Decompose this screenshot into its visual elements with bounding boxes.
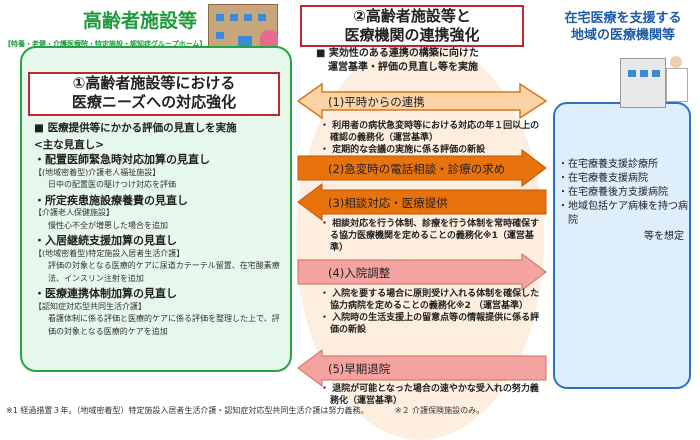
item-category: 【認知症対応型共同生活介護】 bbox=[34, 301, 146, 311]
arrow-5-bullets: ・ 退院が可能となった場合の速やかな受入れの努力義務化（運営基準） bbox=[318, 383, 543, 407]
arrow-5-left bbox=[297, 349, 547, 387]
section-2-title-line1: ②高齢者施設等と bbox=[353, 7, 471, 25]
item-desc: 評価の対象となる医療的ケアに尿道カテーテル留置、在宅酸素療法、インスリン注射を追… bbox=[48, 261, 280, 283]
item-category: 【(地域密着型)特定施設入居者生活介護】 bbox=[34, 248, 185, 258]
arrow-1-double bbox=[296, 82, 548, 120]
footnotes: ※1 経過措置３年。（地域密着型）特定施設入居者生活介護・認知症対応型共同生活介… bbox=[6, 405, 484, 416]
revision-item: ・入居継続支援加算の見直し【(地域密着型)特定施設入居者生活介護】評価の対象とな… bbox=[34, 234, 286, 285]
arrow-2-right bbox=[297, 149, 547, 187]
arrow-4-label: (4)入院調整 bbox=[328, 266, 391, 280]
arrow-4-right bbox=[297, 253, 547, 291]
right-title: 在宅医療を支援する 地域の医療機関等 bbox=[548, 10, 698, 44]
arrow-1-label: (1)平時からの連携 bbox=[328, 95, 425, 109]
list-item: ・在宅療養後方支援病院 bbox=[558, 187, 668, 198]
section-1-title-line2: 医療ニーズへの対応強化 bbox=[71, 93, 237, 111]
item-title: ・配置医師緊急時対応加算の見直し bbox=[34, 153, 210, 166]
list-item: ・在宅療養支援病院 bbox=[558, 173, 648, 184]
bullet: ・ 退院が可能となった場合の速やかな受入れの努力義務化（運営基準） bbox=[320, 384, 539, 406]
section-1-title-line1: ①高齢者施設等における bbox=[72, 74, 236, 92]
arrows-layer bbox=[296, 82, 548, 387]
item-title: ・医療連携体制加算の見直し bbox=[34, 287, 177, 300]
list-item: ・地域包括ケア病棟を持つ病院 bbox=[558, 201, 688, 226]
revision-item: ・所定疾患施設療養費の見直し【介護老人保健施設】慢性心不全が増悪した場合を追加 bbox=[34, 193, 286, 233]
left-content: ■ 医療提供等にかかる評価の見直しを実施 <主な見直し> ・配置医師緊急時対応加… bbox=[34, 122, 286, 338]
left-subtitle: 【特養・老健・介護医療院・特定施設・認知症グループホーム】 bbox=[4, 40, 207, 48]
item-desc: 慢性心不全が増悪した場合を追加 bbox=[48, 220, 168, 230]
arrow-4-bullets: ・ 入院を要する場合に原則受け入れる体制を確保した協力病院を定めることの義務化※… bbox=[318, 288, 543, 336]
left-title: 高齢者施設等 bbox=[82, 10, 197, 32]
right-list: ・在宅療養支援診療所 ・在宅療養支援病院 ・在宅療養後方支援病院 ・地域包括ケア… bbox=[558, 158, 688, 244]
bullet: ・ 入院時の生活支援上の留意点等の情報提供に係る評価の新設 bbox=[320, 313, 540, 335]
bullet: ・ 入院を要する場合に原則受け入れる体制を確保した協力病院を定めることの義務化※… bbox=[320, 289, 540, 311]
item-desc: 看護体制に係る評価と医療的ケアに係る評価を整理した上で、評価の対象となる医療的ケ… bbox=[48, 314, 280, 336]
bullet: ・ 相談対応を行う体制、診療を行う体制を常時確保する協力医療機関を定めることの義… bbox=[320, 219, 540, 253]
footnote-2: ※２ 介護保険施設のみ。 bbox=[394, 406, 485, 415]
left-subheading: <主な見直し> bbox=[34, 138, 105, 151]
middle-note-line2: 運営基準・評価の見直し等を実施 bbox=[328, 62, 478, 73]
item-category: 【介護老人保健施設】 bbox=[34, 208, 114, 217]
clinic-doctor-illustration bbox=[620, 56, 690, 116]
footnote-1: ※1 経過措置３年。（地域密着型）特定施設入居者生活介護・認知症対応型共同生活介… bbox=[6, 406, 369, 415]
middle-note-line1: ■ 実効性のある連携の構築に向けた bbox=[316, 48, 479, 59]
item-desc: 日中の配置医の駆けつけ対応を評価 bbox=[48, 180, 176, 189]
right-title-line2: 地域の医療機関等 bbox=[570, 28, 675, 43]
bullet: ・ 定期的な会議の実施に係る評価の新設 bbox=[320, 145, 486, 155]
item-title: ・入居継続支援加算の見直し bbox=[34, 234, 177, 247]
arrow-3-bullets: ・ 相談対応を行う体制、診療を行う体制を常時確保する協力医療機関を定めることの義… bbox=[318, 218, 543, 254]
bullet: ・ 利用者の病状急変時等における対応の年１回以上の確認の義務化（運営基準） bbox=[320, 121, 540, 143]
item-title: ・所定疾患施設療養費の見直し bbox=[34, 193, 188, 207]
right-title-line1: 在宅医療を支援する bbox=[564, 11, 682, 26]
section-2-title-line2: 医療機関の連携強化 bbox=[344, 26, 480, 44]
arrow-2-label: (2)急変時の電話相談・診療の求め bbox=[328, 162, 506, 176]
middle-note: ■ 実効性のある連携の構築に向けた 運営基準・評価の見直し等を実施 bbox=[316, 47, 546, 75]
left-heading: ■ 医療提供等にかかる評価の見直しを実施 bbox=[34, 122, 237, 134]
item-category: 【(地域密着型)介護老人福祉施設】 bbox=[34, 167, 161, 177]
medical-institution-panel bbox=[553, 102, 691, 389]
section-1-title: ①高齢者施設等における 医療ニーズへの対応強化 bbox=[28, 72, 280, 116]
list-item: ・在宅療養支援診療所 bbox=[558, 159, 658, 170]
arrow-5-label: (5)早期退院 bbox=[328, 362, 391, 376]
revision-item: ・配置医師緊急時対応加算の見直し【(地域密着型)介護老人福祉施設】日中の配置医の… bbox=[34, 153, 286, 192]
arrow-1-bullets: ・ 利用者の病状急変時等における対応の年１回以上の確認の義務化（運営基準） ・ … bbox=[318, 120, 548, 156]
section-2-title: ②高齢者施設等と 医療機関の連携強化 bbox=[300, 5, 524, 47]
right-note: 等を想定 bbox=[644, 231, 684, 242]
arrow-3-left bbox=[297, 183, 547, 221]
arrow-3-label: (3)相談対応・医療提供 bbox=[328, 196, 448, 210]
revision-item: ・医療連携体制加算の見直し【認知症対応型共同生活介護】看護体制に係る評価と医療的… bbox=[34, 287, 286, 338]
